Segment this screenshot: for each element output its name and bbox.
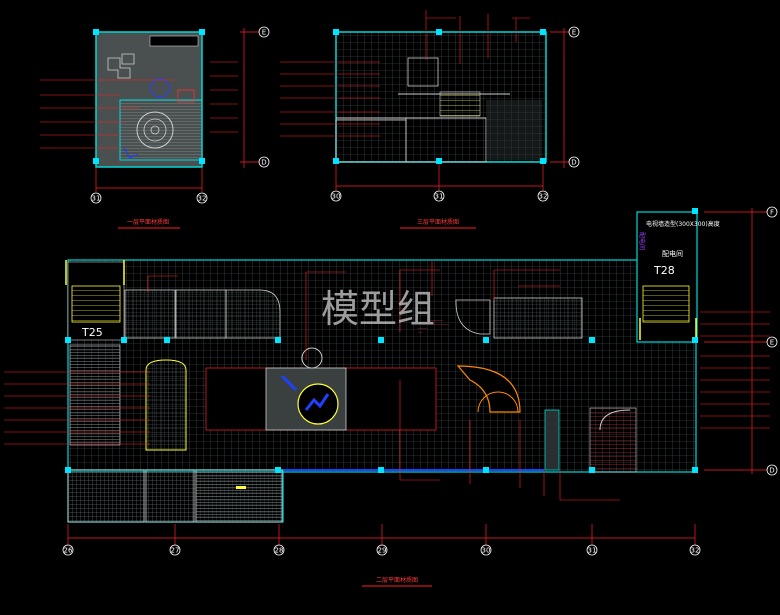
second-floor-plan (4, 208, 770, 523)
axis-label-f-main: F (770, 209, 774, 217)
axis-lines (67, 28, 772, 546)
leader-lines (4, 260, 770, 501)
axis-label-31-b: 31 (435, 193, 444, 201)
room-label-right-small: 配电间 (662, 249, 683, 258)
axis-label-d-right: D (571, 159, 576, 167)
third-floor-title: 三层平面材质图 (417, 218, 459, 226)
third-floor-plan (280, 10, 547, 164)
axis-label-30-b: 30 (332, 193, 341, 201)
first-floor-plan (40, 29, 238, 168)
axis-label-d-left: D (261, 159, 266, 167)
axis-label-32: 32 (691, 547, 700, 555)
room-label-right-vertical: 配电间 (638, 232, 646, 250)
axis-label-27: 27 (171, 547, 180, 555)
axis-label-e-main: E (770, 339, 774, 347)
room-caption-right: 电视墙造型(300X300)高度 (646, 220, 720, 228)
axis-label-d-main: D (769, 467, 774, 475)
axis-label-32-b: 32 (539, 193, 548, 201)
axis-label-26: 26 (64, 547, 73, 555)
axis-labels: 31 32 30 31 32 26 27 28 29 30 31 32 E D … (64, 29, 775, 555)
axis-label-e-left: E (262, 29, 266, 37)
axis-label-32-a: 32 (198, 195, 207, 203)
axis-label-31-a: 31 (92, 195, 101, 203)
first-floor-title: 一层平面材质图 (127, 218, 169, 226)
axis-label-28: 28 (275, 547, 284, 555)
plan-titles: 一层平面材质图 三层平面材质图 二层平面材质图 (118, 218, 476, 587)
axis-label-30: 30 (482, 547, 491, 555)
second-floor-title: 二层平面材质图 (376, 576, 418, 584)
watermark: 模型组 (321, 287, 435, 331)
stair-tag-t25: T25 (81, 326, 103, 339)
axis-bubbles (62, 26, 778, 556)
axis-label-29: 29 (378, 547, 387, 555)
room-tags: T25 T28 电视墙造型(300X300)高度 配电间 配电间 (81, 220, 720, 339)
stair-tag-t28: T28 (653, 264, 675, 277)
axis-label-31: 31 (588, 547, 597, 555)
axis-label-e-right: E (572, 29, 576, 37)
column-markers (65, 208, 698, 473)
